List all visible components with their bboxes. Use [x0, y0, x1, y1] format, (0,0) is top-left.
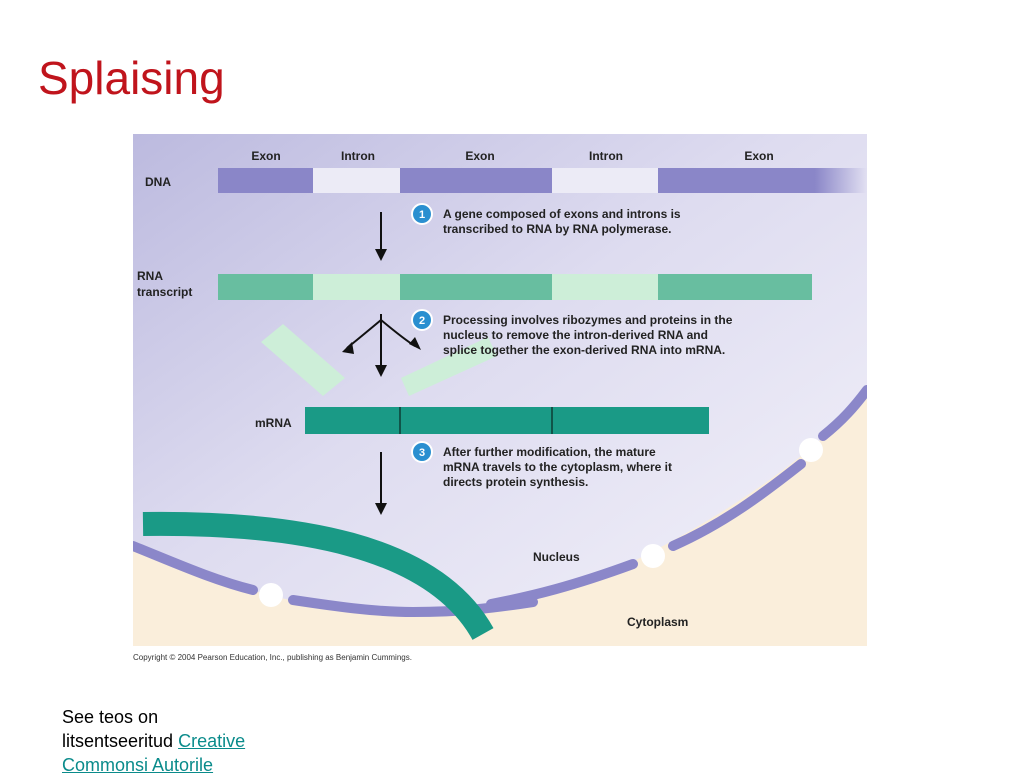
step-3-text-line-1: After further modification, the mature — [443, 445, 656, 459]
mrna-label: mRNA — [255, 416, 292, 430]
excised-intron-1 — [261, 324, 345, 396]
step-3-text-line-2: mRNA travels to the cytoplasm, where it — [443, 460, 672, 474]
step-1-text-line-1: A gene composed of exons and introns is — [443, 207, 681, 221]
nuclear-membrane — [133, 385, 867, 618]
cytoplasm-label: Cytoplasm — [627, 615, 688, 629]
rna-intron-2 — [552, 274, 658, 300]
step-2-text-line-3: splice together the exon-derived RNA int… — [443, 343, 725, 357]
rna-transcript-label-line-1: RNA — [137, 269, 163, 283]
license-text-line-2: litsentseeritud — [62, 731, 174, 751]
step-2-text-line-1: Processing involves ribozymes and protei… — [443, 313, 733, 327]
splicing-diagram: Exon Intron Exon Intron Exon DNA 1 A gen… — [133, 134, 867, 646]
step-1-text-line-2: transcribed to RNA by RNA polymerase. — [443, 222, 672, 236]
creative-commons-link-line-2: Commonsi Autorile — [62, 755, 214, 775]
rna-exon-2 — [400, 274, 552, 300]
step-2-badge — [411, 309, 433, 331]
step-2-text-line-2: nucleus to remove the intron-derived RNA… — [443, 328, 708, 342]
creative-commons-link-line-1: Creative — [178, 731, 246, 751]
rna-transcript-label-line-2: transcript — [137, 285, 192, 299]
dna-exon-2 — [400, 168, 552, 193]
dna-exon-3 — [658, 168, 867, 193]
rna-intron-1 — [313, 274, 400, 300]
slide-title: Splaising — [38, 52, 225, 104]
nuclear-pore — [641, 544, 665, 568]
step-3-number: 3 — [419, 447, 425, 459]
mrna-strand — [305, 407, 709, 434]
nucleus-label: Nucleus — [533, 550, 580, 564]
segment-label-exon-2: Exon — [465, 149, 494, 163]
mature-mrna-strand — [142, 511, 494, 641]
step-2-number: 2 — [419, 315, 425, 327]
splicing-diagram-svg: Exon Intron Exon Intron Exon DNA 1 A gen… — [133, 134, 867, 646]
segment-label-exon-1: Exon — [251, 149, 280, 163]
license-text-line-1: See teos on — [62, 707, 159, 727]
step-3-text-line-3: directs protein synthesis. — [443, 475, 588, 489]
nuclear-pore — [799, 438, 823, 462]
copyright-notice: Copyright © 2004 Pearson Education, Inc.… — [133, 653, 412, 662]
dna-intron-1 — [313, 168, 400, 193]
nuclear-pore — [259, 583, 283, 607]
segment-label-intron-1: Intron — [341, 149, 375, 163]
dna-exon-1 — [218, 168, 313, 193]
dna-label: DNA — [145, 175, 171, 189]
rna-exon-3 — [658, 274, 812, 300]
step-3-badge — [411, 441, 433, 463]
splicing-branch-arrows-icon — [342, 314, 421, 377]
segment-label-exon-3: Exon — [744, 149, 773, 163]
segment-label-intron-2: Intron — [589, 149, 623, 163]
cytoplasm-region — [133, 396, 867, 646]
dna-intron-2 — [552, 168, 658, 193]
arrow-down-icon — [375, 212, 387, 261]
step-1-number: 1 — [419, 209, 425, 221]
arrow-down-icon — [375, 452, 387, 515]
excised-intron-2 — [401, 337, 497, 396]
step-1-badge — [411, 203, 433, 225]
rna-exon-1 — [218, 274, 313, 300]
